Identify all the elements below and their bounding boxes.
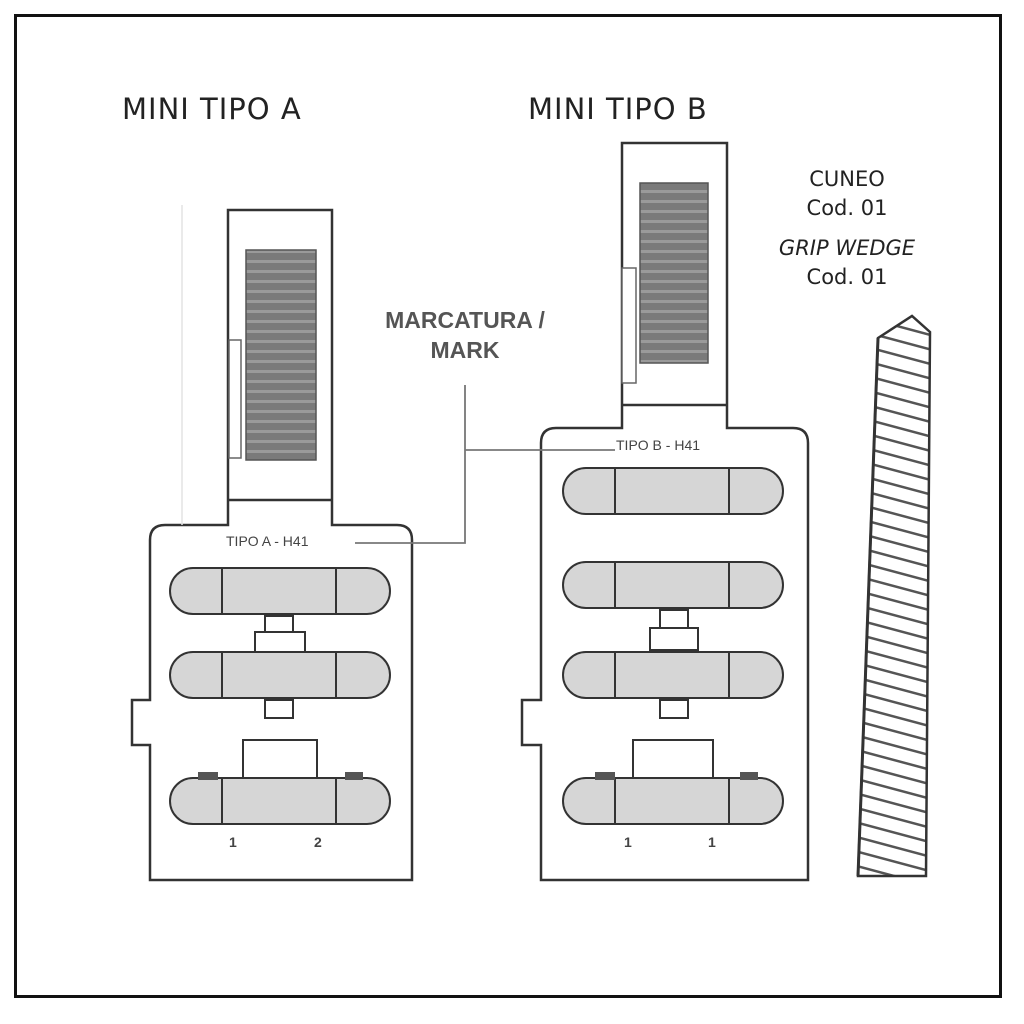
marking-line-2: MARK [430, 336, 500, 363]
clamp-b-block [632, 739, 714, 779]
clamp-b-side-marks [621, 267, 637, 384]
clamp-b-screw [659, 699, 689, 719]
clamp-a-slots [169, 567, 391, 825]
plate-b-mark-1: 1 [624, 834, 632, 850]
clamp-a-screw [254, 631, 306, 653]
clamp-a-side-marks [228, 339, 242, 459]
wedge-name-en: GRIP WEDGE [778, 235, 916, 260]
clamp-b-body [520, 405, 810, 882]
clamp-a-screw [264, 615, 294, 633]
title-mini-type-b: MINI TIPO B [528, 92, 708, 126]
clamp-a-slot [169, 777, 391, 825]
clamp-b-slot [562, 561, 784, 609]
plate-b-mark-2: 1 [708, 834, 716, 850]
wedge-code-it: Cod. 01 [806, 196, 888, 221]
clamp-b-notch [740, 772, 758, 780]
clamp-a-tab [226, 208, 334, 500]
plate-a-mark-1: 1 [229, 834, 237, 850]
clamp-b-slot [562, 467, 784, 515]
title-mini-type-a: MINI TIPO A [122, 92, 302, 126]
plate-a-mark-2: 2 [314, 834, 322, 850]
wedge-label-block: CUNEO Cod. 01 GRIP WEDGE Cod. 01 [752, 165, 942, 293]
marking-label: MARCATURA / MARK [360, 306, 570, 366]
clamp-b-screw [659, 609, 689, 629]
marking-line-1: MARCATURA / [385, 307, 545, 333]
clamp-type-a [130, 208, 414, 882]
clamp-b-notch [595, 772, 615, 780]
diagram-frame [14, 14, 1002, 998]
wedge-name-it: CUNEO [809, 167, 885, 191]
clamp-type-b [520, 141, 810, 882]
clamp-b-slot [562, 651, 784, 699]
grip-wedge [856, 314, 932, 878]
clamp-a-notch [345, 772, 363, 780]
clamp-b-slots [562, 467, 784, 825]
wedge-edge [856, 337, 880, 877]
clamp-a-slot [169, 651, 391, 699]
clamp-b-slot [562, 777, 784, 825]
clamp-b-screw [649, 627, 699, 651]
clamp-a-block [242, 739, 318, 779]
mark-leader-lines [355, 385, 615, 544]
plate-a-engraving: TIPO A - H41 [226, 533, 309, 549]
clamp-a-slot [169, 567, 391, 615]
clamp-b-grip-pad [639, 182, 709, 364]
clamp-a-body [130, 500, 414, 882]
clamp-a-grip-pad [245, 249, 317, 461]
wedge-code-en: Cod. 01 [806, 265, 888, 290]
clamp-a-screw [264, 699, 294, 719]
plate-b-engraving: TIPO B - H41 [616, 437, 701, 453]
clamp-a-notch [198, 772, 218, 780]
